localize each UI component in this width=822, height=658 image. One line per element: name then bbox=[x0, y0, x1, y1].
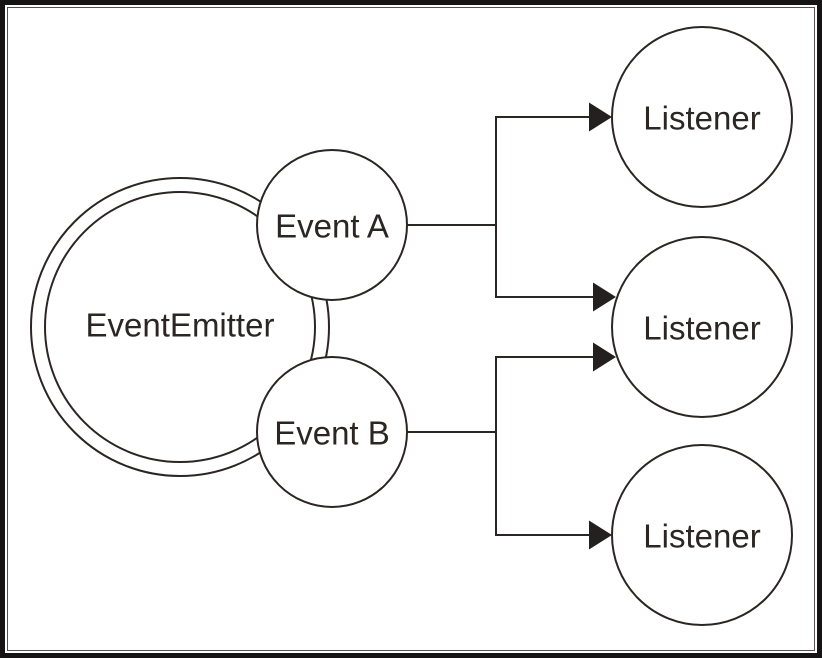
frame-inner-border bbox=[7, 7, 815, 651]
connector-event-a-branch bbox=[495, 116, 594, 298]
arrowhead-event-a-to-listener-2 bbox=[593, 282, 616, 312]
listener-1-label: Listener bbox=[643, 100, 760, 137]
listener-3-circle bbox=[611, 444, 793, 626]
event-a-label: Event A bbox=[275, 208, 389, 245]
connector-event-b-branch bbox=[495, 356, 594, 536]
arrowhead-event-b-to-listener-2 bbox=[593, 342, 616, 372]
event-a-circle bbox=[256, 149, 408, 301]
event-emitter-circle-inner bbox=[44, 191, 316, 463]
event-b-label: Event B bbox=[274, 415, 390, 452]
arrowhead-event-a-to-listener-1 bbox=[589, 102, 612, 132]
listener-1-circle bbox=[611, 26, 793, 208]
listener-2-label: Listener bbox=[643, 310, 760, 347]
event-b-circle bbox=[256, 356, 408, 508]
event-emitter-circle-outer bbox=[30, 177, 330, 477]
arrowhead-event-b-to-listener-3 bbox=[589, 520, 612, 550]
listener-2-circle bbox=[611, 236, 793, 418]
listener-3-label: Listener bbox=[643, 518, 760, 555]
event-emitter-label: EventEmitter bbox=[86, 307, 275, 344]
